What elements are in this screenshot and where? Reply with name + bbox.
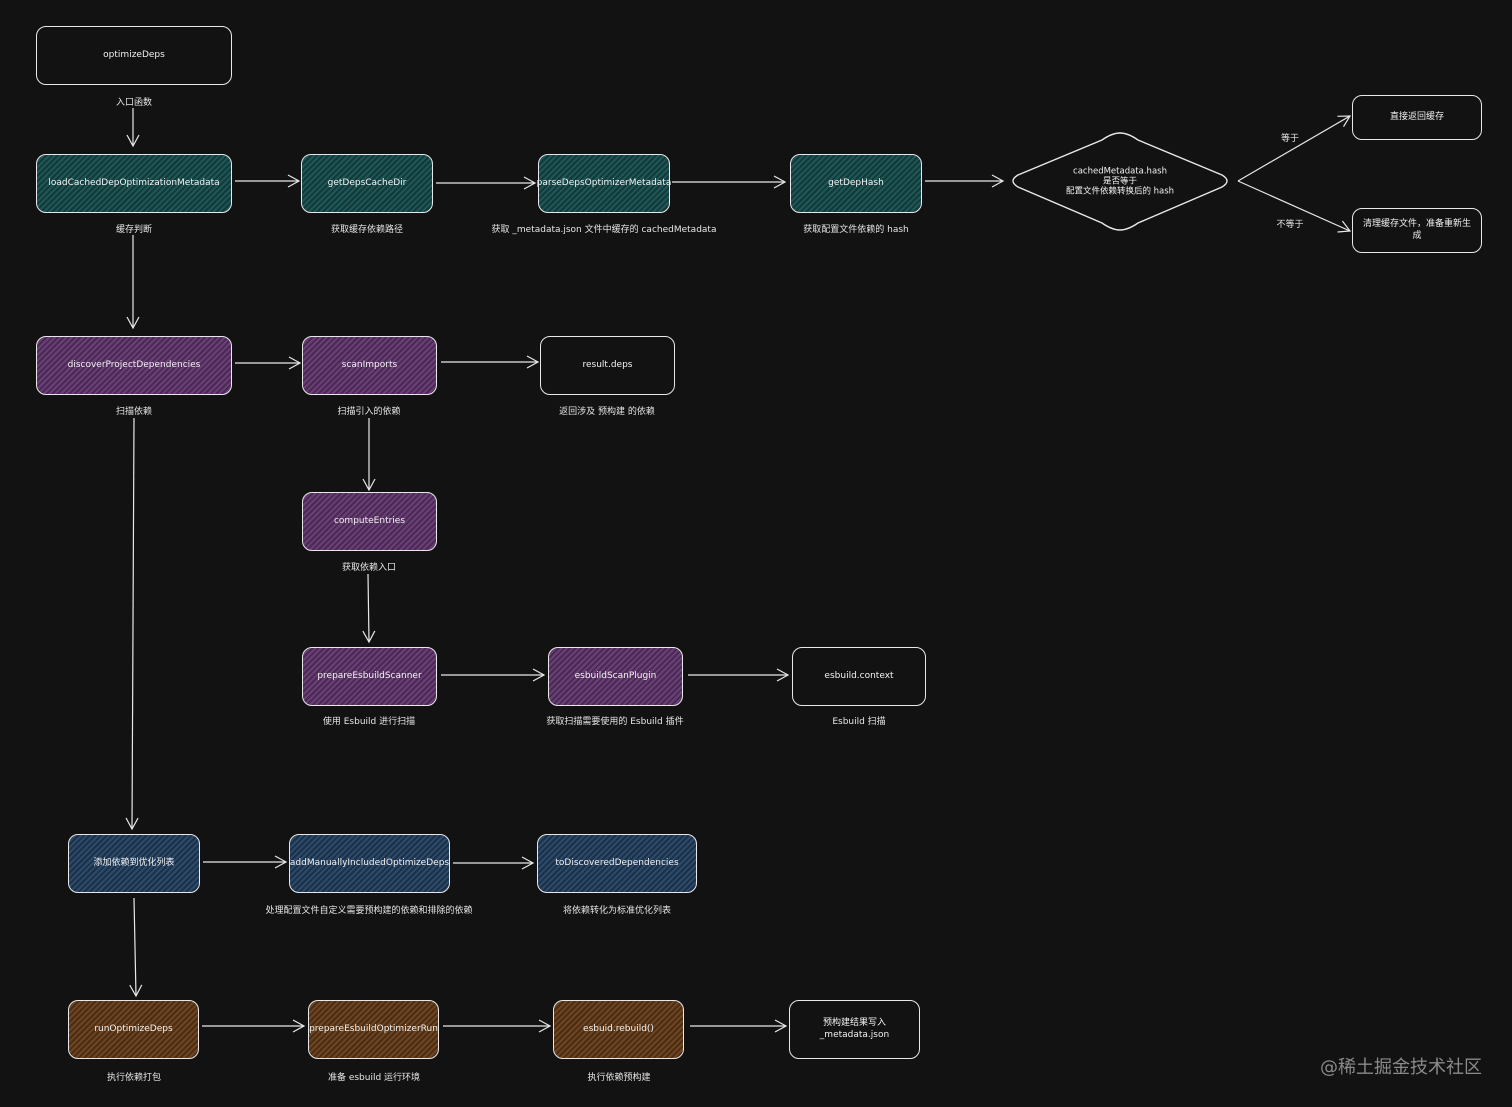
node-label: runOptimizeDeps: [94, 1023, 173, 1034]
node-parse-deps-optimizer-metadata[interactable]: parseDepsOptimizerMetadata: [536, 154, 672, 213]
arrow-add-to-run: [129, 897, 143, 998]
caption-to-discovered-dependencies: 将依赖转化为标准优化列表: [562, 906, 672, 916]
node-label: loadCachedDepOptimizationMetadata: [48, 177, 220, 188]
caption-run-optimize-deps: 执行依赖打包: [106, 1073, 162, 1083]
caption-prepare-esbuild-optimizer-run: 准备 esbuild 运行环境: [327, 1073, 421, 1083]
caption-parse-deps-optimizer-metadata: 获取 _metadata.json 文件中缓存的 cachedMetadata: [491, 225, 717, 235]
node-scan-imports[interactable]: scanImports: [302, 336, 437, 395]
edge-label-not-equal: 不等于: [1276, 220, 1304, 230]
caption-scan-imports: 扫描引入的依赖: [337, 407, 401, 417]
node-optimize-deps[interactable]: optimizeDeps: [36, 26, 232, 85]
node-esbuild-scan-plugin[interactable]: esbuildScanPlugin: [548, 647, 683, 706]
caption-esbuild-rebuild: 执行依赖预构建: [587, 1073, 651, 1083]
decision-diamond: [1012, 132, 1228, 231]
arrow-compute-to-prepare: [362, 573, 376, 644]
node-add-deps-to-list[interactable]: 添加依赖到优化列表: [68, 834, 200, 893]
edge-label-equal: 等于: [1280, 134, 1300, 144]
node-to-discovered-dependencies[interactable]: toDiscoveredDependencies: [537, 834, 697, 893]
caption-get-dep-hash: 获取配置文件依赖的 hash: [803, 225, 909, 235]
node-label: prepareEsbuildOptimizerRun: [309, 1023, 438, 1034]
node-result-deps[interactable]: result.deps: [540, 336, 675, 395]
node-get-dep-hash[interactable]: getDepHash: [790, 154, 922, 213]
node-label: getDepHash: [828, 177, 884, 188]
node-label: 清理缓存文件，准备重新生成: [1362, 219, 1471, 241]
node-label: esbuild.context: [824, 670, 894, 681]
node-label: computeEntries: [333, 515, 406, 526]
node-prepare-esbuild-optimizer-run[interactable]: prepareEsbuildOptimizerRun: [308, 1000, 439, 1059]
node-label: 预构建结果写入 _metadata.json: [819, 1018, 890, 1040]
caption-compute-entries: 获取依赖入口: [341, 563, 397, 573]
caption-esbuild-scan-plugin: 获取扫描需要使用的 Esbuild 插件: [546, 717, 684, 727]
node-clear-cache[interactable]: 清理缓存文件，准备重新生成: [1352, 208, 1482, 253]
node-load-cached-metadata[interactable]: loadCachedDepOptimizationMetadata: [36, 154, 232, 213]
caption-optimize-deps: 入口函数: [115, 98, 153, 108]
node-esbuild-rebuild[interactable]: esbuid.rebuild(): [553, 1000, 684, 1059]
node-discover-project-dependencies[interactable]: discoverProjectDependencies: [36, 336, 232, 395]
node-run-optimize-deps[interactable]: runOptimizeDeps: [68, 1000, 199, 1059]
caption-esbuild-context: Esbuild 扫描: [832, 717, 886, 727]
node-write-metadata[interactable]: 预构建结果写入 _metadata.json: [789, 1000, 920, 1059]
caption-prepare-esbuild-scanner: 使用 Esbuild 进行扫描: [322, 717, 416, 727]
node-label: getDepsCacheDir: [327, 177, 407, 188]
node-get-deps-cache-dir[interactable]: getDepsCacheDir: [301, 154, 433, 213]
node-label: esbuildScanPlugin: [574, 670, 657, 681]
decision-label: cachedMetadata.hash 是否等于 配置文件依赖转换后的 hash: [1065, 166, 1175, 198]
caption-discover-project-dependencies: 扫描依赖: [115, 407, 153, 417]
node-label: parseDepsOptimizerMetadata: [536, 177, 672, 188]
caption-get-deps-cache-dir: 获取缓存依赖路径: [330, 225, 404, 235]
node-label: toDiscoveredDependencies: [555, 857, 679, 868]
node-label: discoverProjectDependencies: [67, 359, 201, 370]
node-label: result.deps: [582, 359, 633, 370]
node-add-manually-included[interactable]: addManuallyIncludedOptimizeDeps: [289, 834, 450, 893]
arrow-decision-to-return: [1237, 115, 1352, 182]
caption-load-cached-metadata: 缓存判断: [115, 225, 153, 235]
node-label: optimizeDeps: [103, 49, 165, 60]
node-compute-entries[interactable]: computeEntries: [302, 492, 437, 551]
caption-result-deps: 返回涉及 预构建 的依赖: [559, 407, 655, 417]
node-label: esbuid.rebuild(): [583, 1023, 654, 1034]
watermark: @稀土掘金技术社区: [1320, 1057, 1482, 1078]
node-label: 直接返回缓存: [1389, 111, 1444, 122]
arrow-decision-to-clear: [1237, 180, 1352, 233]
node-prepare-esbuild-scanner[interactable]: prepareEsbuildScanner: [302, 647, 437, 706]
arrow-discover-to-add: [125, 417, 139, 831]
node-label: prepareEsbuildScanner: [317, 670, 422, 681]
caption-add-manually-included: 处理配置文件自定义需要预构建的依赖和排除的依赖: [265, 906, 473, 916]
node-return-cache[interactable]: 直接返回缓存: [1352, 95, 1482, 140]
node-label: addManuallyIncludedOptimizeDeps: [289, 857, 450, 868]
node-label: scanImports: [341, 359, 398, 370]
node-esbuild-context[interactable]: esbuild.context: [792, 647, 926, 706]
node-label: 添加依赖到优化列表: [93, 857, 175, 868]
